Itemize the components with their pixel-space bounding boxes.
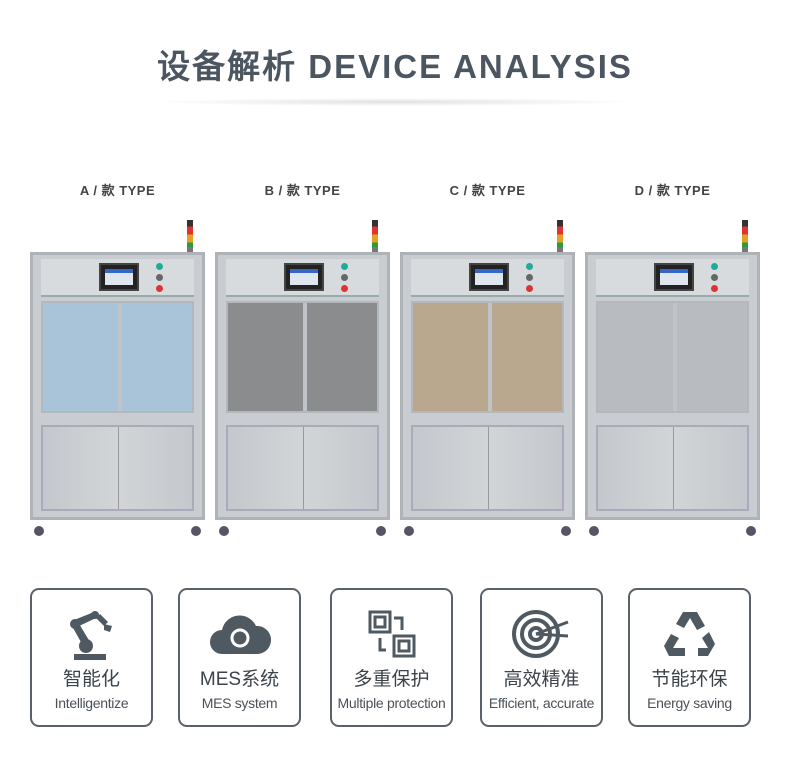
signal-tower-icon: [187, 220, 193, 252]
machine-frame: [30, 252, 205, 520]
glass-window: [411, 301, 564, 413]
feature-card-intelligent: 智能化 Intelligentize: [30, 588, 153, 727]
caster-icon: [589, 526, 599, 536]
emergency-stop-icon: [711, 285, 718, 292]
caster-icon: [561, 526, 571, 536]
control-panel: [596, 259, 749, 297]
emergency-stop-icon: [156, 285, 163, 292]
signal-tower-icon: [742, 220, 748, 252]
caster-icon: [219, 526, 229, 536]
machine-image: [400, 220, 575, 536]
caster-icon: [376, 526, 386, 536]
feature-subtitle: Multiple protection: [337, 695, 446, 711]
emergency-stop-icon: [341, 285, 348, 292]
key-switch-icon: [156, 274, 163, 281]
signal-tower-icon: [557, 220, 563, 252]
machine-frame: [585, 252, 760, 520]
touch-screen: [469, 263, 509, 291]
machine-image: [30, 220, 205, 536]
caster-icon: [34, 526, 44, 536]
feature-card-efficient: 高效精准 Efficient, accurate: [480, 588, 603, 727]
emergency-stop-icon: [526, 285, 533, 292]
page-title: 设备解析 DEVICE ANALYSIS: [157, 48, 633, 85]
start-button-icon: [526, 263, 533, 270]
feature-title: 多重保护: [353, 669, 430, 690]
key-switch-icon: [711, 274, 718, 281]
machine-image: [215, 220, 390, 536]
cabinet-doors: [41, 425, 194, 511]
cloud-sync-icon: [208, 606, 272, 662]
start-button-icon: [156, 263, 163, 270]
feature-card-mes: MES系统 MES system: [178, 588, 301, 727]
robot-arm-icon: [60, 606, 124, 662]
target-icon: [510, 606, 574, 662]
cabinet-doors: [411, 425, 564, 511]
cabinet-doors: [226, 425, 379, 511]
feature-title: 高效精准: [503, 669, 580, 690]
type-label: B / 款 TYPE: [264, 183, 341, 198]
touch-screen: [654, 263, 694, 291]
cabinet-doors: [596, 425, 749, 511]
caster-icon: [404, 526, 414, 536]
machine-image: [585, 220, 760, 536]
feature-subtitle: MES system: [201, 695, 278, 711]
feature-title: 智能化: [62, 669, 120, 690]
chips-icon: [360, 606, 424, 662]
signal-tower-icon: [372, 220, 378, 252]
feature-card-energy: 节能环保 Energy saving: [628, 588, 751, 727]
control-panel: [226, 259, 379, 297]
recycle-icon: [658, 606, 722, 662]
control-panel: [41, 259, 194, 297]
glass-window: [226, 301, 379, 413]
key-switch-icon: [526, 274, 533, 281]
feature-subtitle: Intelligentize: [54, 695, 129, 711]
title-divider: [150, 98, 640, 106]
type-label: A / 款 TYPE: [79, 183, 156, 198]
start-button-icon: [711, 263, 718, 270]
machine-frame: [215, 252, 390, 520]
caster-icon: [191, 526, 201, 536]
caster-icon: [746, 526, 756, 536]
feature-title: MES系统: [199, 669, 280, 690]
touch-screen: [284, 263, 324, 291]
feature-title: 节能环保: [651, 669, 728, 690]
feature-card-protection: 多重保护 Multiple protection: [330, 588, 453, 727]
control-panel: [411, 259, 564, 297]
start-button-icon: [341, 263, 348, 270]
key-switch-icon: [341, 274, 348, 281]
touch-screen: [99, 263, 139, 291]
machine-frame: [400, 252, 575, 520]
glass-window: [41, 301, 194, 413]
type-label: C / 款 TYPE: [449, 183, 526, 198]
glass-window: [596, 301, 749, 413]
type-label: D / 款 TYPE: [634, 183, 711, 198]
feature-subtitle: Efficient, accurate: [488, 695, 595, 711]
feature-subtitle: Energy saving: [647, 695, 732, 711]
